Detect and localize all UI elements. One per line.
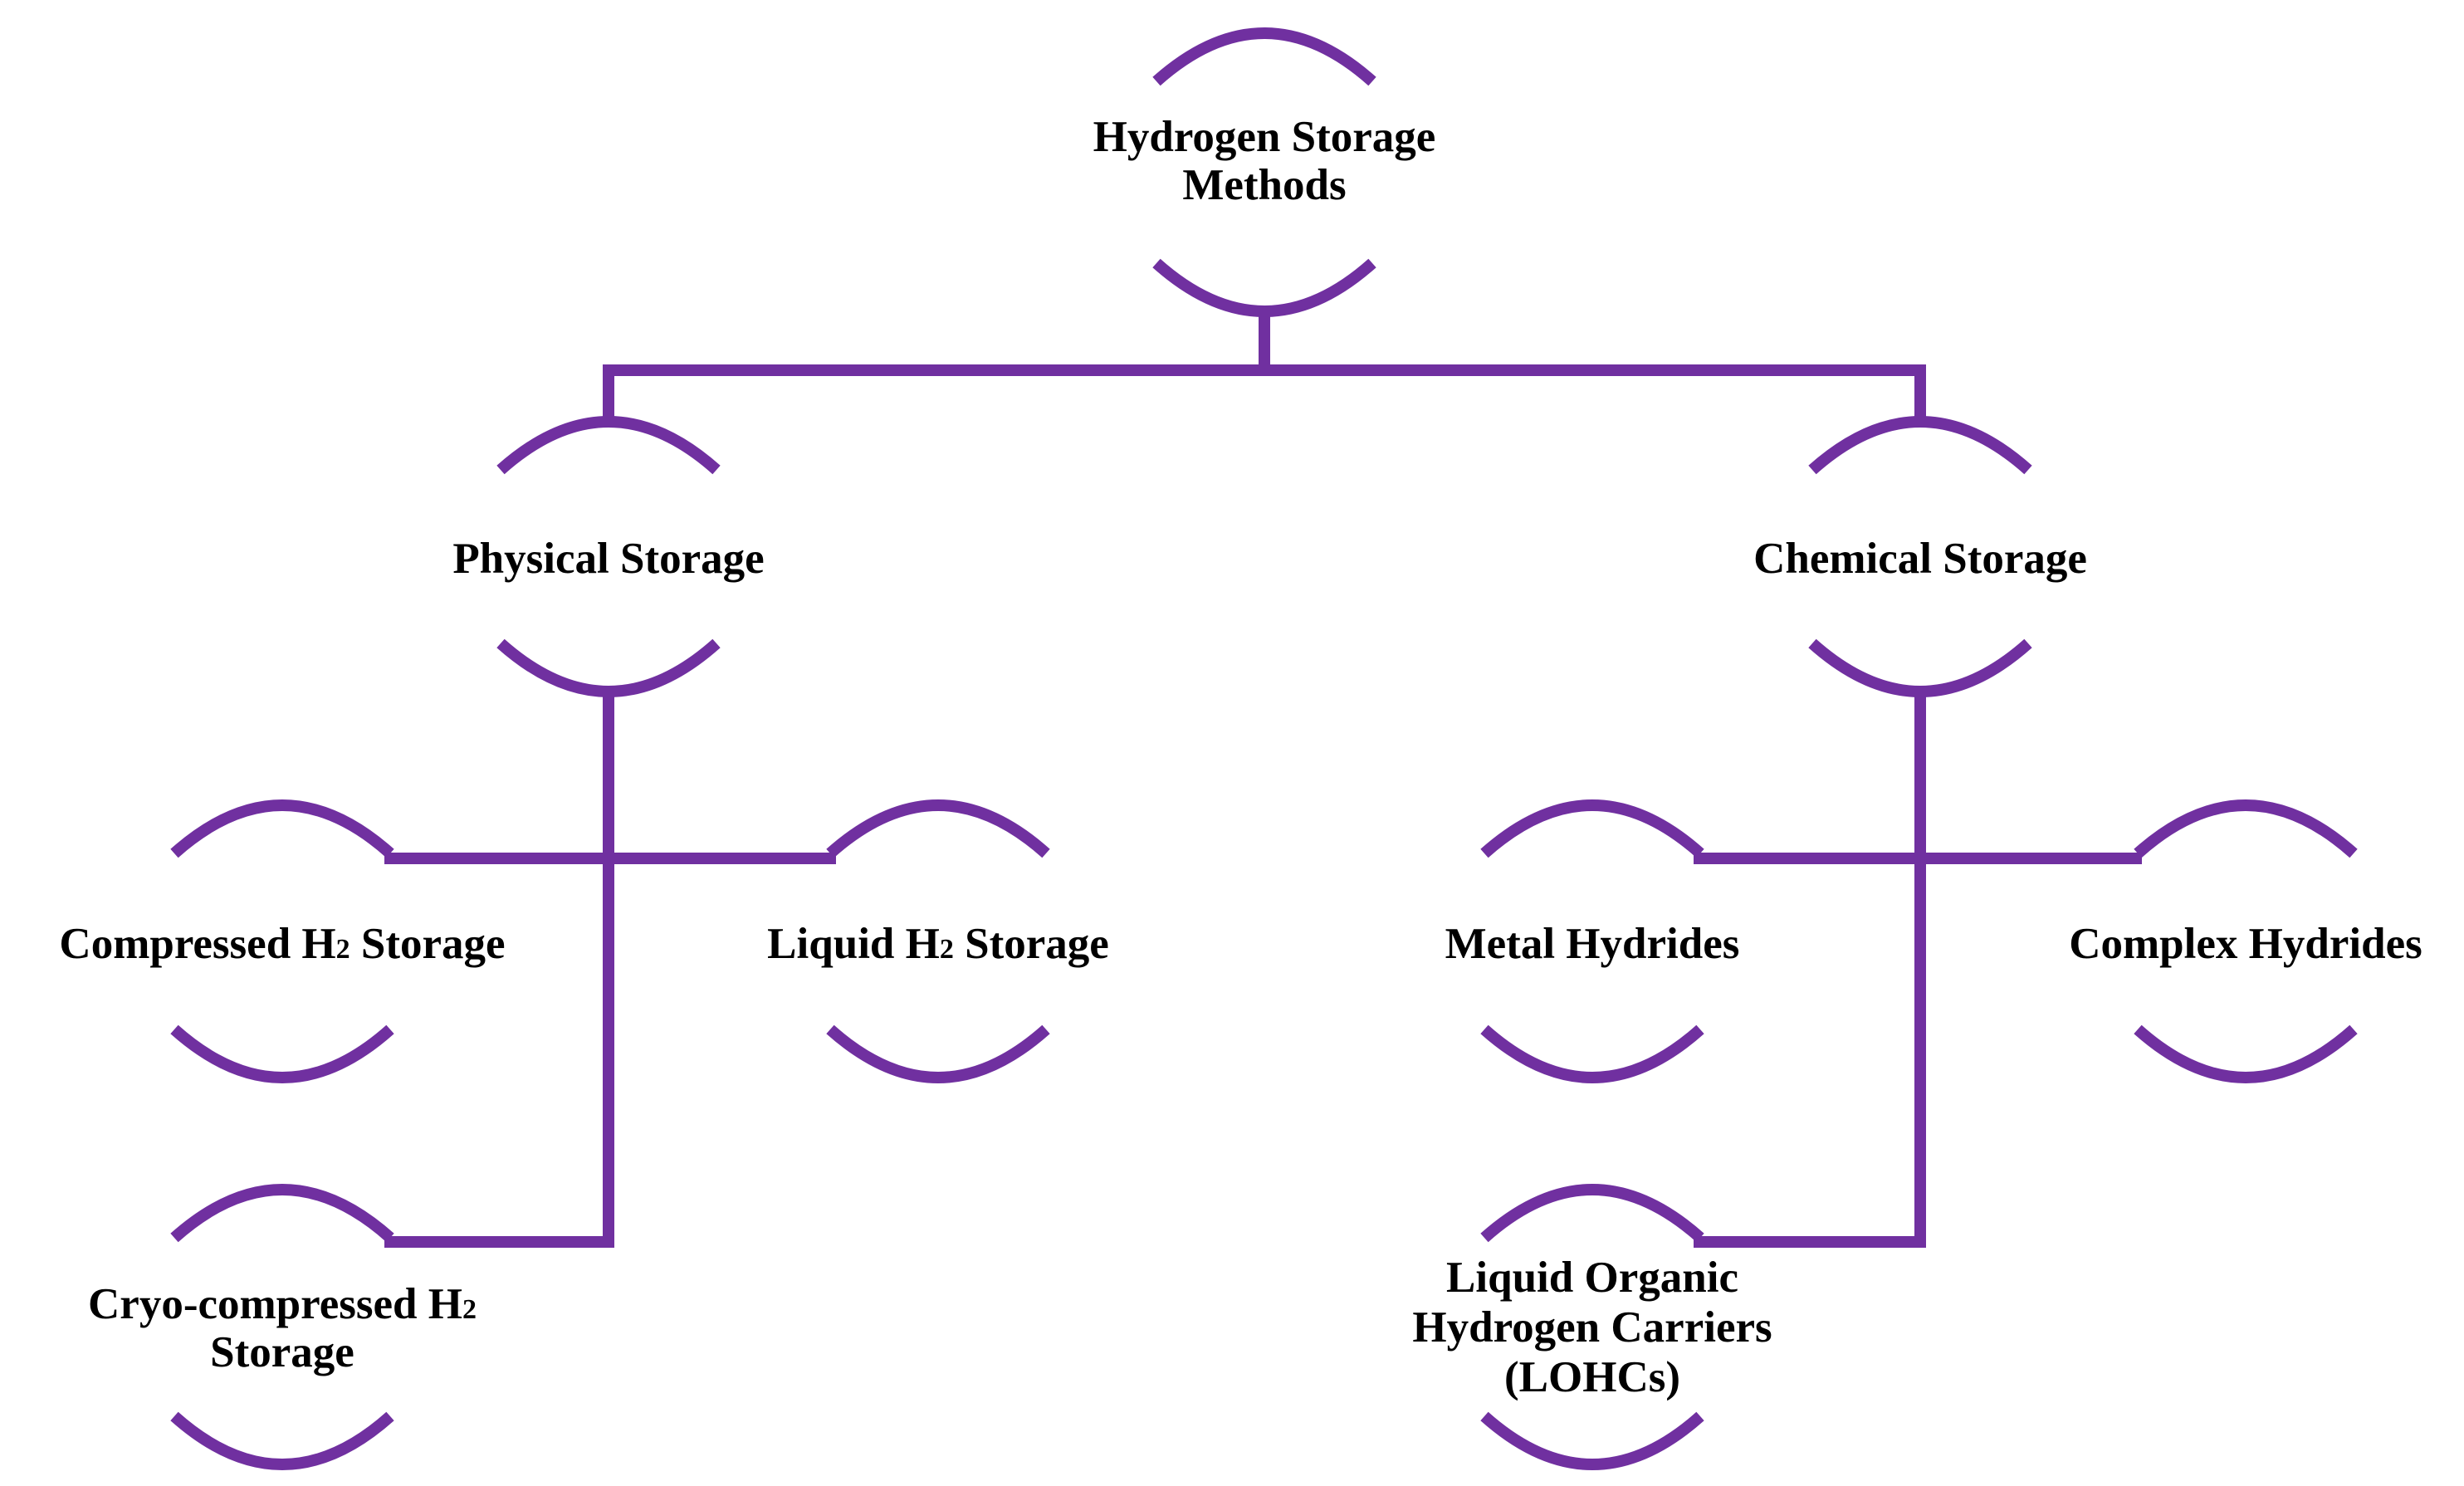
compressed-label-tail: Storage (350, 920, 506, 968)
chemical-label: Chemical Storage (1753, 535, 2087, 583)
lohc-label-line: Hydrogen Carriers (1412, 1303, 1772, 1352)
compressed-subscript: 2 (336, 934, 350, 965)
chemical-label-line: Chemical Storage (1753, 535, 2087, 583)
root-top-arc (1152, 27, 1376, 86)
physical-label: Physical Storage (452, 535, 764, 583)
root-label-line: Hydrogen Storage (1093, 113, 1436, 161)
liquid-label-line: Liquid H2 Storage (767, 920, 1109, 968)
metal-bottom-arc (1480, 1024, 1704, 1083)
liquid-subscript: 2 (940, 934, 954, 965)
compressed-top-arc (170, 799, 394, 858)
metal-label-line: Metal Hydrides (1445, 920, 1740, 968)
complex-bottom-arc (2134, 1024, 2358, 1083)
metal-top-arc (1480, 799, 1704, 858)
node-arcs (170, 27, 2358, 1470)
lohc-label-line: Liquid Organic (1446, 1254, 1738, 1302)
metal-label: Metal Hydrides (1445, 920, 1740, 968)
cryo-bottom-arc (170, 1411, 394, 1470)
lohc-top-arc (1480, 1184, 1704, 1243)
cryo-subscript: 2 (462, 1294, 477, 1325)
complex-label-line: Complex Hydrides (2069, 920, 2422, 968)
liquid-top-arc (826, 799, 1050, 858)
chemical-top-arc (1808, 416, 2032, 475)
chemical-bottom-arc (1808, 638, 2032, 697)
connector-physical-stem (384, 686, 614, 1248)
tree-connectors (384, 306, 2142, 1248)
physical-bottom-arc (496, 638, 721, 697)
liquid-label-tail: Storage (954, 920, 1109, 968)
compressed-bottom-arc (170, 1024, 394, 1083)
compressed-label-line: Compressed H2 Storage (59, 920, 505, 968)
cryo-top-arc (170, 1184, 394, 1243)
complex-top-arc (2134, 799, 2358, 858)
lohc-label-line: (LOHCs) (1504, 1353, 1680, 1401)
complex-label: Complex Hydrides (2069, 920, 2422, 968)
physical-label-line: Physical Storage (452, 535, 764, 583)
liquid-bottom-arc (826, 1024, 1050, 1083)
root-label-line: Methods (1182, 161, 1346, 209)
cryo-label-line: Storage (210, 1328, 354, 1376)
liquid-label: Liquid H2 Storage (767, 920, 1109, 968)
root-bottom-arc (1152, 258, 1376, 317)
compressed-label: Compressed H2 Storage (59, 920, 505, 968)
lohc-bottom-arc (1480, 1411, 1704, 1470)
physical-top-arc (496, 416, 721, 475)
connector-chemical-stem (1694, 686, 1926, 1248)
cryo-label-line: Cryo-compressed H2 (88, 1280, 477, 1328)
